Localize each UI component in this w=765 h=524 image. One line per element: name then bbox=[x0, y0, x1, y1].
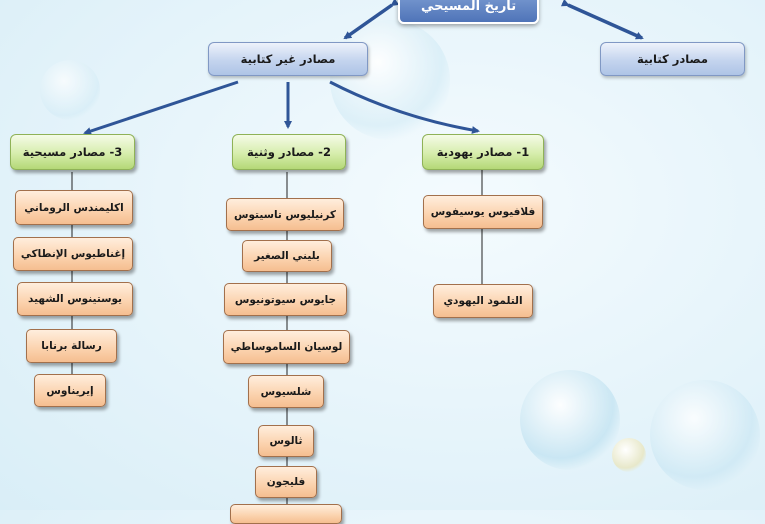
non-written-sources-box: مصادر غير كتابية bbox=[208, 42, 368, 76]
source-item-pagan: بليني الصغير bbox=[242, 240, 332, 272]
category-jewish: 1- مصادر يهودية bbox=[422, 134, 544, 170]
source-item-christian: اكليمندس الروماني bbox=[15, 190, 133, 225]
source-item-pagan: ثالوس bbox=[258, 425, 314, 457]
category-pagan: 2- مصادر وثنية bbox=[232, 134, 346, 170]
source-item-pagan: كرنيليوس تاسيتوس bbox=[226, 198, 344, 231]
source-item-christian: رسالة برنابا bbox=[26, 329, 117, 363]
source-item-christian: إيريناوس bbox=[34, 374, 106, 407]
root-title: تاريخ المسيحي bbox=[398, 0, 539, 24]
category-christian: 3- مصادر مسيحية bbox=[10, 134, 135, 170]
source-item-pagan: شلسيوس bbox=[248, 375, 324, 408]
arrow-root-to-non-written bbox=[343, 0, 400, 40]
source-item-pagan bbox=[230, 504, 342, 524]
source-item-pagan: فليجون bbox=[255, 466, 317, 498]
source-item-pagan: لوسيان الساموساطي bbox=[223, 330, 350, 364]
source-item-christian: إغناطيوس الإنطاكي bbox=[13, 237, 133, 271]
source-item-pagan: جايوس سيوتونيوس bbox=[224, 283, 347, 316]
source-item-christian: يوستينوس الشهيد bbox=[17, 282, 133, 316]
source-item-jewish: التلمود اليهودي bbox=[433, 284, 533, 318]
source-item-jewish: فلافيوس يوسيفوس bbox=[423, 195, 543, 229]
arrow-to-christian bbox=[83, 80, 239, 135]
written-sources-box: مصادر كتابية bbox=[600, 42, 745, 76]
arrow-to-jewish bbox=[329, 80, 480, 134]
arrow-root-to-written bbox=[560, 0, 644, 40]
